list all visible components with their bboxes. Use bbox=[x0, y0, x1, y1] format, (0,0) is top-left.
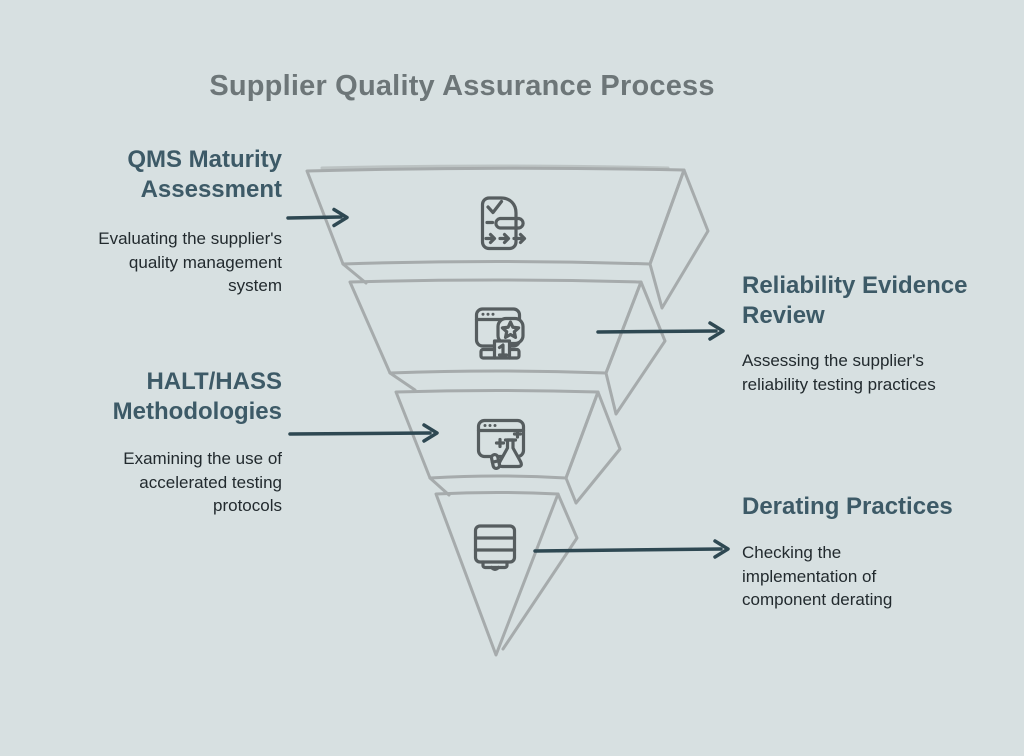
level-4-description-line: component derating bbox=[742, 590, 893, 609]
level-1-description-line: Evaluating the supplier's bbox=[98, 229, 282, 248]
level-3-connector-arrow bbox=[288, 423, 439, 443]
level-3-heading-line: HALT/HASS bbox=[146, 368, 282, 395]
lab-flask-window-icon bbox=[476, 418, 526, 471]
funnel-level-4-side-face bbox=[501, 492, 579, 651]
level-4-description: Checking the implementation of component… bbox=[742, 541, 1002, 612]
level-2-description: Assessing the supplier's reliability tes… bbox=[742, 349, 1002, 396]
funnel-level-2-side-face bbox=[604, 280, 667, 416]
funnel-step-2-3-edge bbox=[388, 371, 417, 392]
level-2-heading: Reliability Evidence Review bbox=[742, 271, 1002, 331]
level-1-heading-line: Assessment bbox=[140, 176, 282, 203]
funnel-level-1-side-face bbox=[648, 168, 710, 310]
level-3-description: Examining the use of accelerated testing… bbox=[40, 447, 282, 518]
level-2-description-line: Assessing the supplier's bbox=[742, 351, 924, 370]
level-3-description-line: protocols bbox=[213, 496, 282, 515]
component-stack-icon bbox=[473, 524, 517, 571]
level-1-description: Evaluating the supplier's quality manage… bbox=[40, 227, 282, 298]
level-2-heading-line: Review bbox=[742, 302, 825, 329]
checklist-document-icon bbox=[480, 196, 527, 251]
level-3-description-line: Examining the use of bbox=[123, 449, 282, 468]
funnel-level-3-shape bbox=[394, 389, 622, 505]
level-4-heading-line: Derating Practices bbox=[742, 493, 953, 520]
level-1-heading: QMS Maturity Assessment bbox=[40, 145, 282, 205]
level-3-heading: HALT/HASS Methodologies bbox=[40, 367, 282, 427]
funnel-step-1-2-edge bbox=[341, 262, 368, 285]
level-4-description-line: Checking the bbox=[742, 543, 842, 562]
level-4-heading: Derating Practices bbox=[742, 492, 1002, 522]
ranking-first-window-icon bbox=[474, 307, 525, 360]
level-1-heading-line: QMS Maturity bbox=[127, 146, 282, 173]
funnel-level-2-shape bbox=[348, 278, 667, 416]
level-2-description-line: reliability testing practices bbox=[742, 374, 936, 394]
level-1-description-line: quality management bbox=[128, 252, 282, 272]
level-2-heading-line: Reliability Evidence bbox=[742, 272, 968, 299]
level-3-heading-line: Methodologies bbox=[112, 398, 282, 425]
funnel-level-3-side-face bbox=[564, 390, 622, 505]
page-title: Supplier Quality Assurance Process bbox=[209, 70, 715, 102]
funnel-level-1-shape bbox=[305, 164, 710, 310]
level-4-connector-arrow bbox=[533, 539, 730, 559]
level-4-description-line: implementation of bbox=[742, 566, 877, 586]
level-2-connector-arrow bbox=[596, 321, 725, 341]
level-3-description-line: accelerated testing bbox=[139, 472, 282, 492]
funnel-level-4-shape bbox=[434, 491, 579, 657]
level-1-description-line: system bbox=[228, 276, 282, 295]
level-1-connector-arrow bbox=[286, 207, 349, 228]
